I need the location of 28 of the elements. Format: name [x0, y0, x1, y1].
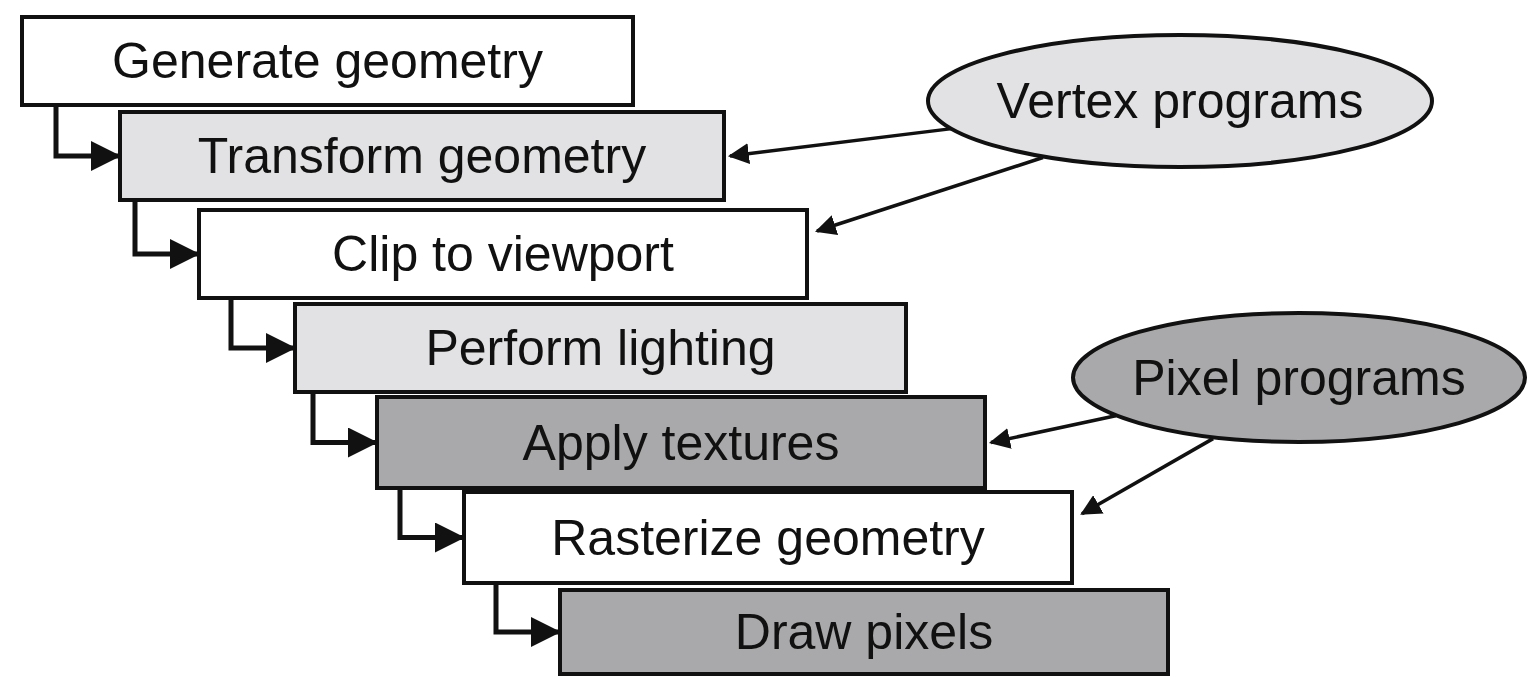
arrow — [988, 413, 1117, 449]
hooked-arrow — [397, 490, 465, 553]
program-ellipse — [925, 32, 1435, 170]
step-label: Apply textures — [522, 413, 840, 472]
arrow — [815, 155, 1044, 236]
hooked-arrow — [228, 300, 296, 363]
process-step-box — [293, 302, 908, 394]
step-label: Perform lighting — [425, 319, 776, 377]
process-step-box — [197, 208, 809, 300]
process-step-box — [118, 110, 726, 202]
step-label: Vertex programs — [996, 72, 1364, 130]
step-label: Rasterize geometry — [551, 508, 985, 567]
step-label: Transform geometry — [197, 127, 647, 185]
process-step-box — [462, 490, 1074, 585]
process-step-box — [20, 15, 635, 107]
process-step-box — [558, 588, 1170, 676]
step-label: Clip to viewport — [332, 225, 674, 283]
program-ellipse — [1070, 310, 1528, 445]
hooked-arrow — [53, 107, 121, 171]
step-label: Draw pixels — [734, 603, 994, 661]
process-step-box — [375, 395, 987, 490]
step-label: Pixel programs — [1132, 348, 1466, 407]
hooked-arrow — [310, 394, 378, 458]
hooked-arrow — [493, 585, 561, 647]
step-label: Generate geometry — [112, 32, 543, 90]
arrow — [727, 126, 953, 165]
hooked-arrow — [132, 202, 200, 269]
arrow — [1080, 437, 1214, 516]
